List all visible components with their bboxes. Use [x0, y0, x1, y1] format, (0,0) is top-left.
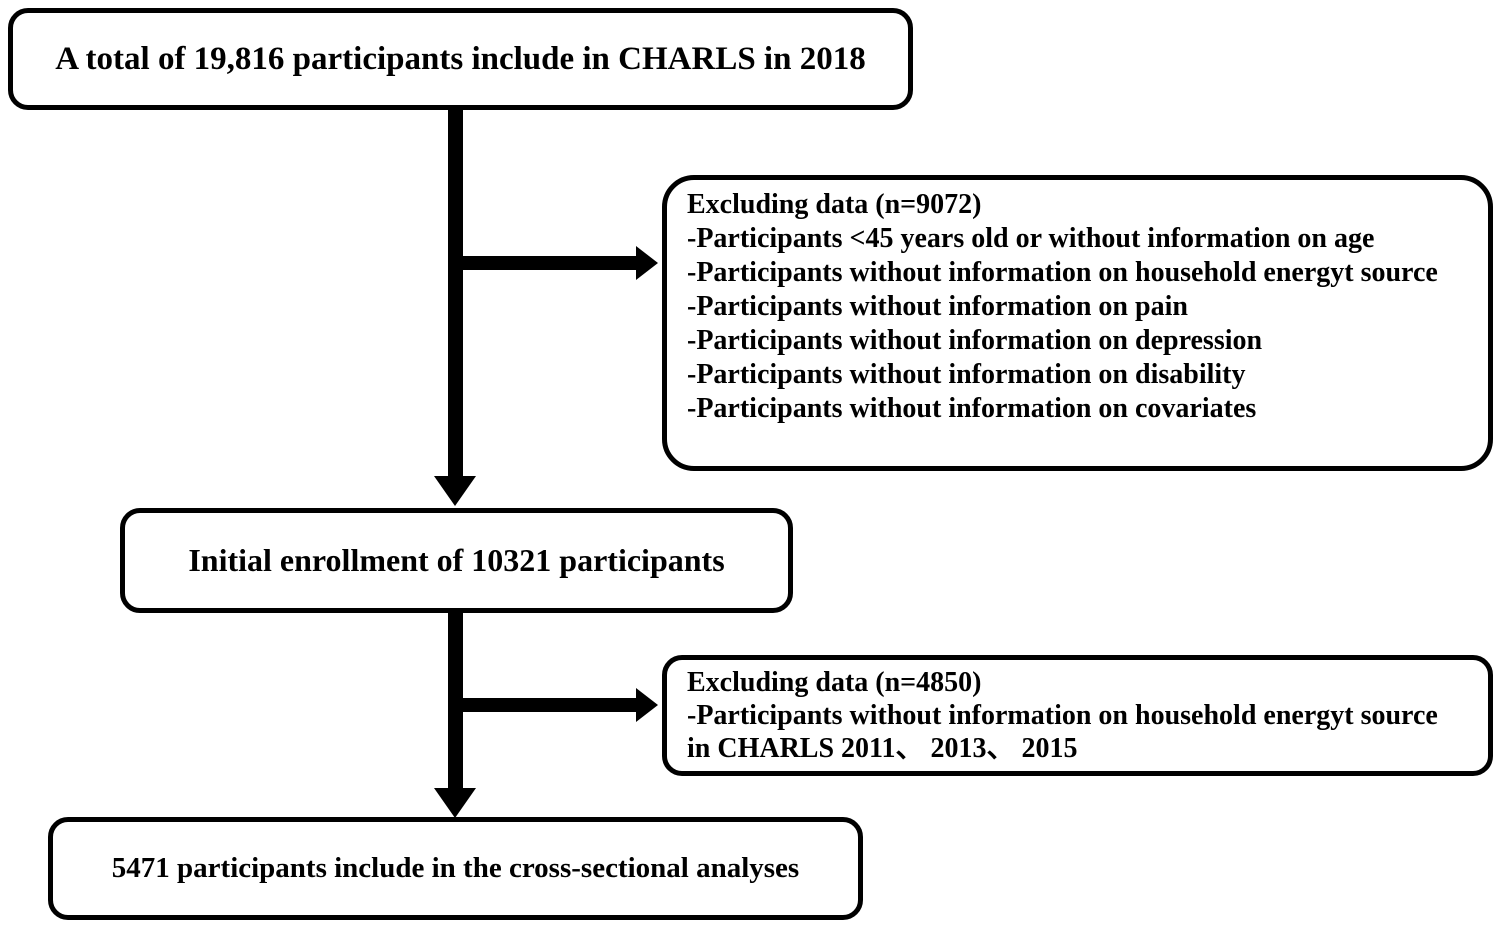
vertical-connector-1	[448, 108, 463, 476]
exclusion-2-item: -Participants without information on hou…	[687, 700, 1438, 764]
node-final-analyses: 5471 participants include in the cross-s…	[48, 817, 863, 920]
exclusion-1-item: -Participants without information on pai…	[687, 291, 1188, 322]
exclusion-1-title: Excluding data (n=9072)	[687, 189, 982, 220]
exclusion-1-item: -Participants without information on dis…	[687, 359, 1246, 390]
exclusion-1-item: -Participants <45 years old or without i…	[687, 223, 1375, 254]
arrowhead-down-2-icon	[434, 788, 476, 818]
exclusion-1-item: -Participants without information on hou…	[687, 257, 1438, 288]
arrowhead-down-1-icon	[434, 476, 476, 506]
arrowhead-right-1-icon	[636, 246, 658, 280]
node-exclusion-2: Excluding data (n=4850) -Participants wi…	[662, 655, 1493, 776]
node-total-label: A total of 19,816 participants include i…	[55, 40, 866, 77]
node-final-label: 5471 participants include in the cross-s…	[111, 852, 800, 884]
node-initial-label: Initial enrollment of 10321 participants	[188, 542, 725, 578]
branch-connector-1	[455, 256, 638, 270]
node-total-participants: A total of 19,816 participants include i…	[8, 8, 913, 110]
exclusion-2-title: Excluding data (n=4850)	[687, 667, 982, 698]
node-exclusion-1: Excluding data (n=9072) -Participants <4…	[662, 175, 1493, 471]
exclusion-1-item: -Participants without information on dep…	[687, 325, 1263, 356]
arrowhead-right-2-icon	[636, 688, 658, 722]
branch-connector-2	[455, 698, 638, 712]
exclusion-1-item: -Participants without information on cov…	[687, 393, 1257, 424]
node-initial-enrollment: Initial enrollment of 10321 participants	[120, 508, 793, 613]
